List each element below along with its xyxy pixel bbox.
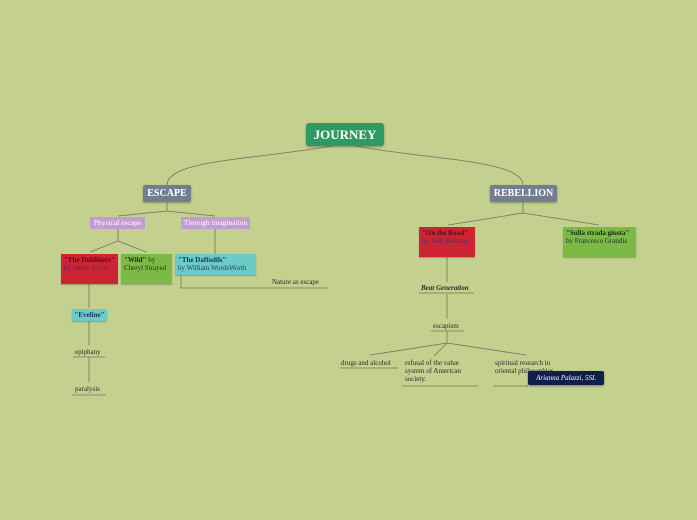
link-daffodils-nature [180, 275, 328, 289]
topic-drugs-and-alcohol[interactable]: drugs and alcohol [341, 359, 391, 367]
book-dubliners-author: by James Joyce [64, 264, 108, 272]
topic-escape[interactable]: ESCAPE [143, 185, 191, 202]
topic-escapism[interactable]: escapism [433, 322, 459, 330]
link-physical-books [89, 229, 147, 253]
link-escapism-branches [369, 331, 527, 357]
book-wild-author: by Cheryl Strayed [124, 256, 167, 272]
topic-eveline[interactable]: "Eveline" [72, 309, 107, 321]
book-on-the-road-title: "On the Road" [422, 229, 468, 237]
link-rebellion-books [447, 202, 600, 226]
subtopic-through-imagination[interactable]: Through imagination [181, 217, 250, 229]
author-badge: Arianna Palazzi, 5SL [528, 371, 604, 385]
topic-refusal-of-values[interactable]: refusal of the value system of American … [405, 359, 461, 383]
book-dubliners-title: "The Dubliners" [64, 256, 115, 264]
link-root-escape [166, 145, 333, 186]
book-daffodils[interactable]: "The Daffodils"by William WordsWorth [175, 254, 256, 275]
topic-paralysis[interactable]: paralysis [75, 385, 100, 393]
book-dubliners[interactable]: "The Dubliners" by James Joyce [61, 254, 118, 284]
topic-rebellion[interactable]: REBELLION [490, 185, 557, 202]
book-on-the-road-author: by Jack Kerouac [422, 237, 469, 245]
topic-spiritual-research[interactable]: spiritual research in oriental philosoph… [495, 359, 554, 375]
topic-beat-generation[interactable]: Beat Generation [421, 284, 469, 292]
subtopic-physical-escape[interactable]: Physical escape [90, 217, 145, 229]
topic-epiphany[interactable]: epiphany [75, 348, 101, 356]
topic-nature-as-escape[interactable]: Nature as escape [272, 278, 320, 286]
book-wild[interactable]: "Wild" by Cheryl Strayed [121, 254, 172, 284]
book-daffodils-author: by William WordsWorth [178, 264, 247, 272]
book-sulla-strada-title: "Sulla strada giusta" [566, 229, 630, 237]
root-node-journey[interactable]: JOURNEY [306, 123, 384, 146]
book-sulla-strada-giusta[interactable]: "Sulla strada giusta" by Francesco Grand… [563, 227, 636, 257]
eveline-label: "Eveline" [74, 311, 105, 319]
book-sulla-strada-author: by Francesco Grandis [566, 237, 628, 245]
link-root-rebellion [355, 145, 524, 186]
book-daffodils-title: "The Daffodils" [178, 256, 227, 264]
link-escape-sub [117, 202, 216, 217]
book-wild-title: "Wild" [124, 256, 147, 264]
book-on-the-road[interactable]: "On the Road" by Jack Kerouac [419, 227, 475, 257]
